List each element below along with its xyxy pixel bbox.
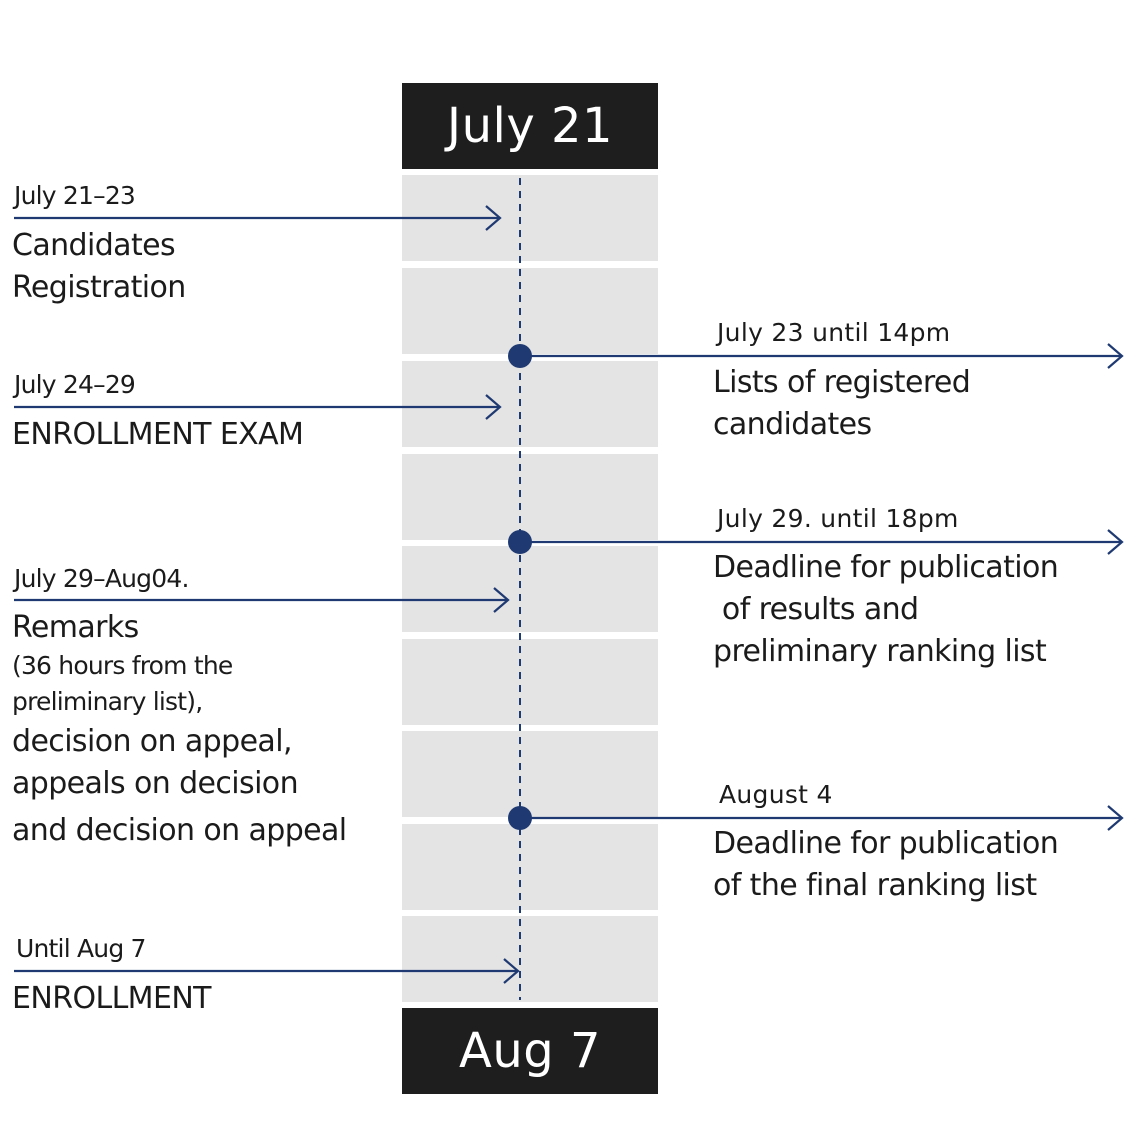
right-arrow-lists bbox=[520, 343, 1124, 369]
event-date: July 29–Aug04. bbox=[14, 564, 189, 593]
event-title: ENROLLMENT EXAM bbox=[12, 417, 304, 452]
left-arrow-exam bbox=[14, 394, 502, 420]
event-date: Until Aug 7 bbox=[16, 934, 146, 963]
milestone-date: July 29. until 18pm bbox=[717, 504, 959, 533]
timeline-segment bbox=[402, 824, 658, 910]
milestone-dot-lists bbox=[508, 344, 532, 368]
milestone-date: August 4 bbox=[719, 780, 833, 809]
milestone-title: Deadline for publication bbox=[713, 826, 1059, 861]
left-arrow-enrollment bbox=[14, 958, 520, 984]
milestone-title: preliminary ranking list bbox=[713, 634, 1047, 669]
event-title: Registration bbox=[12, 270, 186, 305]
milestone-title: candidates bbox=[713, 407, 872, 442]
timeline-segment bbox=[402, 731, 658, 817]
milestone-dot-final bbox=[508, 806, 532, 830]
timeline-segment bbox=[402, 361, 658, 447]
timeline-segment bbox=[402, 546, 658, 632]
milestone-title: Lists of registered bbox=[713, 365, 971, 400]
milestone-dot-preliminary bbox=[508, 530, 532, 554]
timeline-segment bbox=[402, 916, 658, 1002]
event-date: July 21–23 bbox=[14, 181, 136, 210]
timeline-segment bbox=[402, 639, 658, 725]
event-title: Remarks bbox=[12, 610, 139, 645]
timeline-end-cap: Aug 7 bbox=[402, 1008, 658, 1094]
milestone-title: of the final ranking list bbox=[713, 868, 1037, 903]
event-title: and decision on appeal bbox=[12, 813, 347, 848]
timeline-start-cap: July 21 bbox=[402, 83, 658, 169]
left-arrow-registration bbox=[14, 205, 502, 231]
milestone-date: July 23 until 14pm bbox=[717, 318, 951, 347]
event-note: (36 hours from the bbox=[12, 651, 233, 680]
left-arrow-remarks bbox=[14, 587, 510, 613]
milestone-title: Deadline for publication bbox=[713, 550, 1059, 585]
right-arrow-preliminary bbox=[520, 529, 1124, 555]
event-title: appeals on decision bbox=[12, 766, 299, 801]
timeline-segment bbox=[402, 268, 658, 354]
event-title: Candidates bbox=[12, 228, 176, 263]
event-note: preliminary list), bbox=[12, 687, 203, 716]
event-title: ENROLLMENT bbox=[12, 981, 211, 1016]
event-date: July 24–29 bbox=[14, 370, 136, 399]
event-title: decision on appeal, bbox=[12, 724, 292, 759]
milestone-title: of results and bbox=[713, 592, 919, 627]
right-arrow-final bbox=[520, 805, 1124, 831]
timeline-segment bbox=[402, 454, 658, 540]
